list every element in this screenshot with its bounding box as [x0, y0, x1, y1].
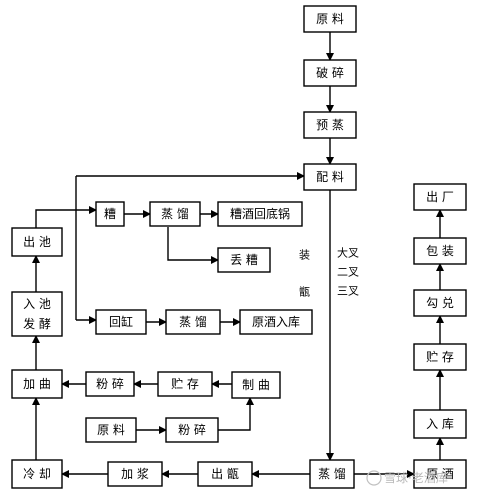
node-chuzeng: 出 甑 — [197, 461, 253, 487]
svg-text:糟: 糟 — [104, 206, 116, 221]
watermark-text: 雪球·老酒库 — [384, 470, 448, 485]
svg-text:原 酒: 原 酒 — [426, 467, 454, 481]
svg-text:原酒入库: 原酒入库 — [252, 314, 300, 329]
svg-text:蒸 馏: 蒸 馏 — [318, 467, 346, 481]
node-jiaqu: 加 曲 — [11, 369, 63, 399]
svg-text:原 料: 原 料 — [316, 12, 344, 26]
node-zhengliu-bottom: 蒸 馏 — [309, 459, 355, 489]
flow-edges — [32, 32, 444, 478]
node-diuzao: 丢 糟 — [217, 247, 271, 273]
svg-text:入 池: 入 池 — [23, 297, 51, 311]
node-lengque: 冷 却 — [11, 459, 63, 489]
edge-zhengliu-diuzao — [167, 227, 219, 264]
node-fensui-qu: 粉 碎 — [85, 371, 135, 397]
svg-text:加 曲: 加 曲 — [23, 377, 51, 391]
svg-text:出 甑: 出 甑 — [211, 467, 239, 481]
node-zhengliu-mid: 蒸 馏 — [165, 309, 221, 335]
svg-text:出 厂: 出 厂 — [426, 190, 454, 204]
node-zhiqu: 制 曲 — [231, 371, 281, 399]
node-yuanjiu: 原 酒 — [413, 459, 467, 489]
svg-text:勾 兑: 勾 兑 — [426, 296, 454, 310]
svg-text:破 碎: 破 碎 — [316, 65, 344, 80]
svg-text:预 蒸: 预 蒸 — [316, 118, 344, 132]
svg-text:蒸 馏: 蒸 馏 — [161, 207, 189, 221]
node-yuanjiu-ruku: 原酒入库 — [239, 309, 313, 335]
svg-text:出 池: 出 池 — [23, 235, 51, 249]
label-zhuang: 装 — [299, 249, 310, 262]
svg-text:丢 糟: 丢 糟 — [230, 252, 258, 267]
svg-text:糟酒回底锅: 糟酒回底锅 — [230, 206, 290, 221]
svg-text:贮 存: 贮 存 — [171, 376, 199, 391]
label-zeng: 甑 — [299, 285, 310, 299]
flow-nodes: 原 料 破 碎 预 蒸 配 料 糟 蒸 馏 糟酒回底锅 丢 糟 — [11, 5, 467, 489]
node-ruchi-fajiao: 入 池 发 酵 — [11, 291, 63, 337]
svg-text:制 曲: 制 曲 — [242, 378, 270, 392]
node-ruku: 入 库 — [413, 409, 467, 439]
label-dacha: 大叉 — [337, 246, 359, 260]
svg-text:贮 存: 贮 存 — [426, 349, 454, 364]
edge-chuchi-trunk — [35, 209, 76, 228]
node-posui: 破 碎 — [303, 59, 357, 87]
svg-text:原 料: 原 料 — [97, 423, 125, 437]
node-huigang: 回缸 — [95, 309, 147, 335]
watermark-logo-icon — [366, 470, 382, 486]
node-yuanliao2: 原 料 — [85, 417, 137, 443]
svg-text:加 浆: 加 浆 — [121, 466, 149, 481]
node-chuchang: 出 厂 — [413, 183, 467, 211]
node-jiajiang: 加 浆 — [107, 461, 163, 487]
node-peiliao: 配 料 — [303, 163, 357, 191]
node-zaojiu: 糟酒回底锅 — [217, 201, 303, 227]
node-zhucun-qu: 贮 存 — [157, 371, 213, 397]
svg-text:粉 碎: 粉 碎 — [178, 422, 206, 437]
node-yuanliao: 原 料 — [303, 5, 357, 33]
svg-text:蒸 馏: 蒸 馏 — [179, 315, 207, 329]
edge-fensui2-zhiqu — [218, 397, 254, 431]
side-labels: 装 甑 大叉 二叉 三叉 — [299, 246, 359, 299]
svg-text:入 库: 入 库 — [426, 416, 454, 431]
node-chuchi: 出 池 — [11, 227, 63, 257]
node-zhengliu-top: 蒸 馏 — [149, 201, 201, 227]
node-zao: 糟 — [95, 201, 125, 227]
node-goudui: 勾 兑 — [413, 289, 467, 317]
svg-text:配 料: 配 料 — [316, 170, 344, 184]
label-ercha: 二叉 — [337, 266, 359, 279]
svg-text:冷 却: 冷 却 — [23, 467, 51, 481]
watermark: 雪球·老酒库 — [366, 470, 448, 486]
node-zhucun-jiu: 贮 存 — [413, 343, 467, 371]
svg-text:回缸: 回缸 — [109, 314, 133, 329]
svg-text:粉 碎: 粉 碎 — [96, 376, 124, 391]
svg-text:包 装: 包 装 — [426, 244, 454, 258]
node-baozhuang: 包 装 — [413, 237, 467, 265]
node-yuzheng: 预 蒸 — [303, 111, 357, 139]
svg-text:发 酵: 发 酵 — [23, 316, 51, 331]
node-fensui2: 粉 碎 — [165, 417, 219, 443]
label-sancha: 三叉 — [337, 285, 359, 298]
